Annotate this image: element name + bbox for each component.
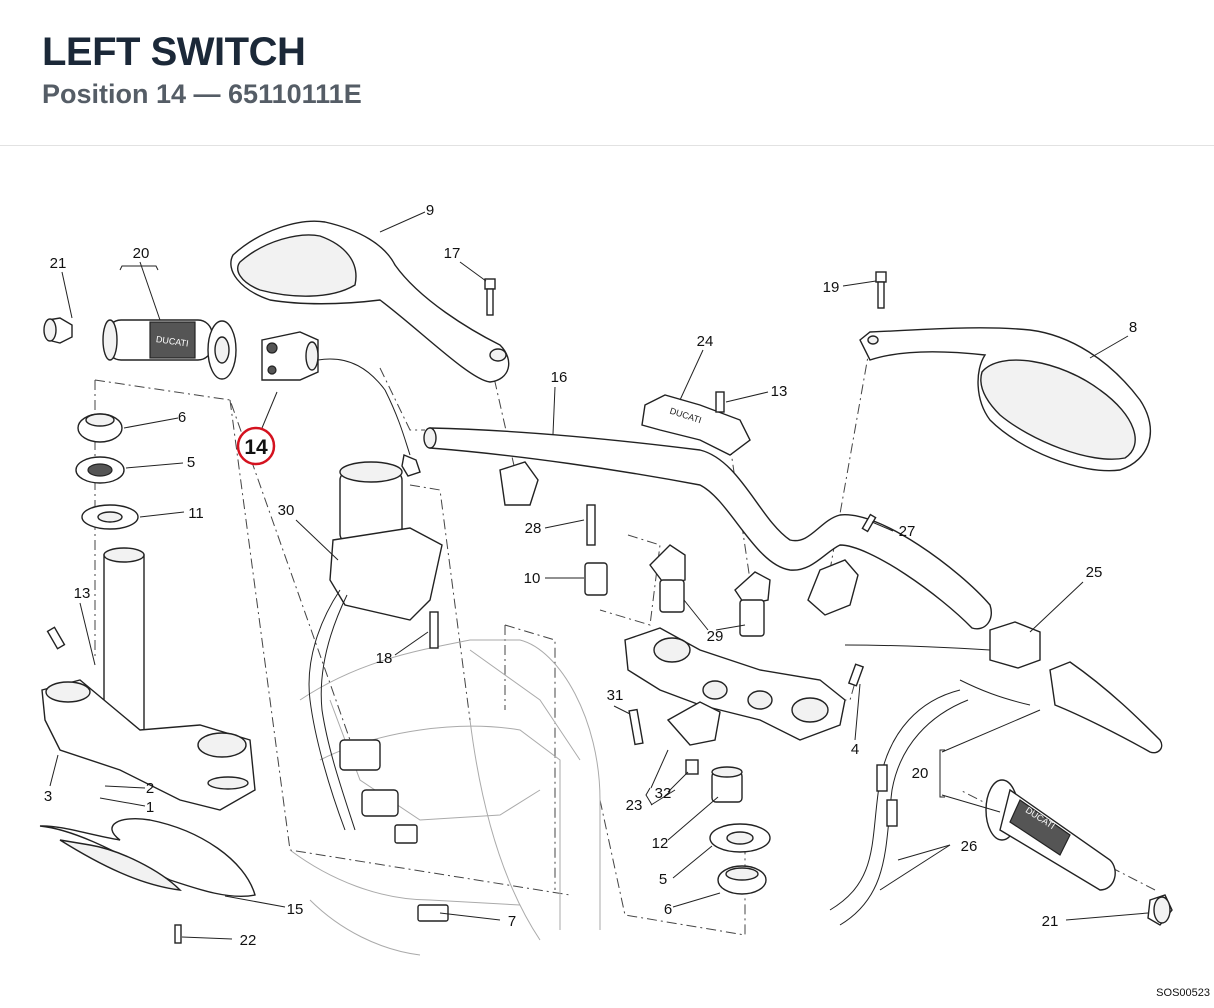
right-grip-assembly: DUCATI xyxy=(985,779,1173,926)
left-mirror-part xyxy=(230,220,510,383)
callout-10: 10 xyxy=(524,570,541,587)
steering-bearings-right xyxy=(709,766,771,895)
callout-13-right: 13 xyxy=(771,383,788,400)
steering-stem-part xyxy=(41,547,256,811)
left-switch-part xyxy=(261,331,421,477)
callout-6-left: 6 xyxy=(178,409,186,426)
grip-brand-left: DUCATI xyxy=(155,334,189,348)
highlight-callout-14: 14 xyxy=(236,391,278,466)
callout-24: 24 xyxy=(697,333,714,350)
callout-9: 9 xyxy=(426,202,434,219)
spacer-and-bolt xyxy=(584,504,608,596)
callout-23: 23 xyxy=(626,797,643,814)
callout-21-right: 21 xyxy=(1042,913,1059,930)
highlight-ring xyxy=(236,426,276,466)
callout-26: 26 xyxy=(961,838,978,855)
callout-3: 3 xyxy=(44,788,52,805)
callout-31: 31 xyxy=(607,687,624,704)
lower-bracket-part xyxy=(628,513,877,775)
callout-15: 15 xyxy=(287,901,304,918)
left-grip-assembly: DUCATI xyxy=(43,317,237,380)
right-mirror-part xyxy=(859,327,1151,472)
ignition-switch-part xyxy=(308,461,449,922)
page-header: LEFT SWITCH Position 14 — 65110111E xyxy=(0,0,1214,146)
page-title: LEFT SWITCH xyxy=(42,30,306,74)
steering-bearings-left xyxy=(75,413,139,530)
highlight-label: 14 xyxy=(244,436,268,459)
mirror-bolts xyxy=(484,271,887,316)
callout-18: 18 xyxy=(376,650,393,667)
callout-25: 25 xyxy=(1086,564,1103,581)
front-fender-part xyxy=(39,818,256,944)
callout-5-right: 5 xyxy=(659,871,667,888)
callout-13-left: 13 xyxy=(74,585,91,602)
top-clamp-part: DUCATI xyxy=(641,391,751,456)
center-triple-clamp xyxy=(624,627,846,741)
callout-30: 30 xyxy=(278,502,295,519)
right-switch-part xyxy=(844,621,1163,754)
callout-8: 8 xyxy=(1129,319,1137,336)
callout-1: 1 xyxy=(146,799,154,816)
callout-22: 22 xyxy=(240,932,257,949)
callout-labels: 21 20 9 17 19 8 24 13 16 6 5 11 30 28 10… xyxy=(44,202,1137,949)
callout-17: 17 xyxy=(444,245,461,262)
throttle-cables xyxy=(829,689,969,926)
callout-19: 19 xyxy=(823,279,840,296)
handlebar-part xyxy=(423,427,992,630)
callout-16: 16 xyxy=(551,369,568,386)
callout-20-right: 20 xyxy=(912,765,929,782)
drawing-code: SOS00523 xyxy=(1156,987,1210,999)
callout-29: 29 xyxy=(707,628,724,645)
page-subtitle: Position 14 — 65110111E xyxy=(42,79,362,109)
callout-27: 27 xyxy=(899,523,916,540)
callout-12: 12 xyxy=(652,835,669,852)
callout-20-left: 20 xyxy=(133,245,150,262)
callout-2: 2 xyxy=(146,780,154,797)
exploded-parts-diagram: DUCATI DUCATI xyxy=(0,146,1214,1003)
diagram-svg: DUCATI DUCATI xyxy=(39,202,1173,956)
leader-lines xyxy=(49,211,1149,940)
callout-4: 4 xyxy=(851,741,859,758)
callout-6-right: 6 xyxy=(664,901,672,918)
handlebar-risers xyxy=(499,461,859,637)
callout-28: 28 xyxy=(525,520,542,537)
callout-7: 7 xyxy=(508,913,516,930)
callout-11: 11 xyxy=(188,505,204,522)
callout-32: 32 xyxy=(655,785,672,802)
callout-21-left: 21 xyxy=(50,255,67,272)
callout-5-left: 5 xyxy=(187,454,195,471)
